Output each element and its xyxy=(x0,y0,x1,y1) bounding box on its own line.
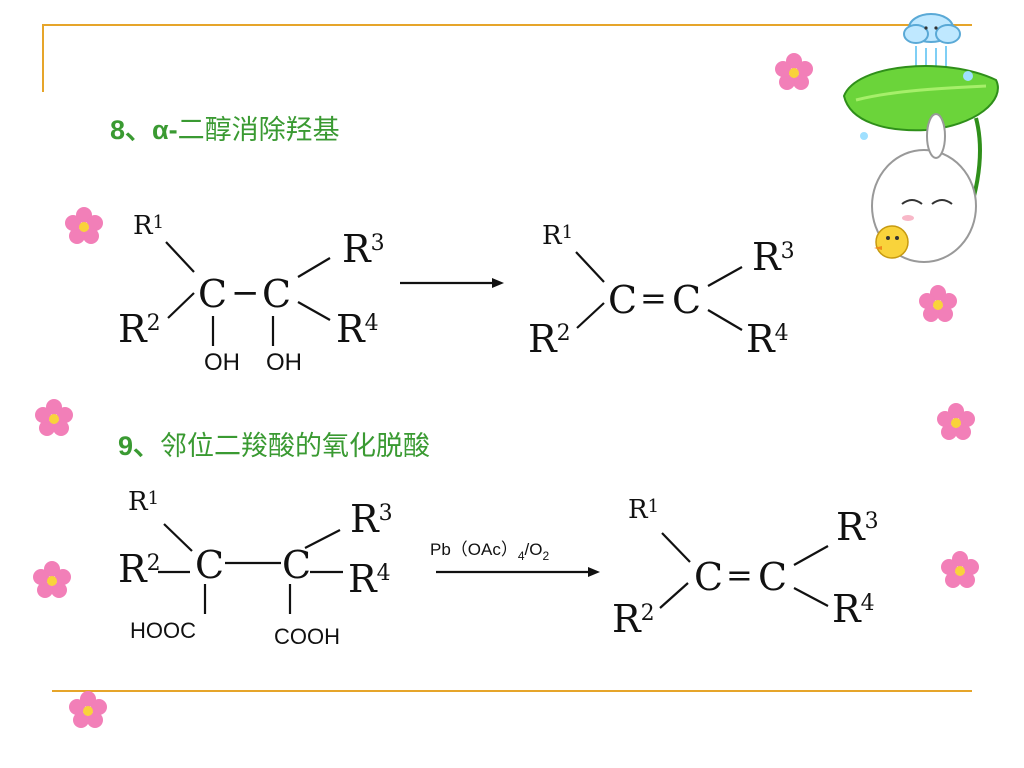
r3-label: R3 xyxy=(342,227,385,271)
frame-left-rule xyxy=(42,24,44,92)
r9-product-r3-label: R3 xyxy=(836,505,879,549)
heading-section-8: 8、α-二醇消除羟基 xyxy=(110,108,340,147)
r9-r1-label: R1 xyxy=(128,487,159,517)
bond-c2-r3-product xyxy=(707,266,743,287)
flower-icon xyxy=(69,691,107,728)
r9-product-r4-label: R4 xyxy=(832,587,875,631)
bond9-c2-r4-product xyxy=(793,587,829,607)
r9-r4-label: R4 xyxy=(348,557,391,601)
r9-product-r1-label: R1 xyxy=(628,495,659,525)
reagent-label: Pb（OAc）4/O2 xyxy=(430,540,550,563)
bond9-c2-r3 xyxy=(304,529,341,549)
bond-c2-r4 xyxy=(297,301,331,321)
hydroxyl-1: OH xyxy=(204,349,240,376)
flower-icon xyxy=(775,53,813,90)
section-8-number: 8、 xyxy=(110,115,153,145)
bond-r1-c1 xyxy=(165,241,195,273)
product-r1-label: R1 xyxy=(542,221,573,251)
section-9-number: 9、 xyxy=(118,431,161,461)
carbon-2: C xyxy=(262,272,291,316)
double-bond: = xyxy=(640,279,667,317)
hydroxyl-2: OH xyxy=(266,349,302,376)
carbon-1: C xyxy=(198,272,227,316)
bond9-r1-c1 xyxy=(163,523,193,552)
flower-icon xyxy=(937,403,975,440)
carboxyl-1: HOOC xyxy=(130,618,196,643)
r9-carbon-2: C xyxy=(282,543,311,587)
flower-icon xyxy=(65,207,103,244)
flower-icon xyxy=(33,561,71,598)
r9-carbon-1: C xyxy=(195,543,224,587)
section-9-title: 邻位二羧酸的氧化脱酸 xyxy=(160,431,431,462)
arrow-head-9 xyxy=(588,567,600,577)
bond9-r1-c1-product xyxy=(661,532,691,563)
section-8-alpha: α- xyxy=(152,115,178,145)
flower-icon xyxy=(35,399,73,436)
bond-r1-c1-product xyxy=(575,251,605,283)
product-carbon-2: C xyxy=(672,278,701,322)
flower-icon xyxy=(919,285,957,322)
arrow-head-8 xyxy=(492,278,504,288)
r9-r2-label: R2 xyxy=(118,547,161,591)
flower-icon xyxy=(941,551,979,588)
product-r4-label: R4 xyxy=(746,317,789,361)
r4-label: R4 xyxy=(336,307,379,351)
heading-section-9: 9、邻位二羧酸的氧化脱酸 xyxy=(118,424,430,463)
product-carbon-1: C xyxy=(608,278,637,322)
bunny-with-leaf-umbrella-icon xyxy=(842,13,999,263)
r2-label: R2 xyxy=(118,307,161,351)
single-bond-dash: − xyxy=(231,273,260,313)
bond9-c2-r3-product xyxy=(793,545,829,566)
r9-product-carbon-1: C xyxy=(694,555,723,599)
frame-top-rule xyxy=(42,24,972,26)
bond-r2-c1-product xyxy=(576,302,605,329)
product-r3-label: R3 xyxy=(752,235,795,279)
r9-r3-label: R3 xyxy=(350,497,393,541)
frame-bottom-rule xyxy=(52,690,972,692)
bond9-r2-c1-product xyxy=(659,582,689,609)
r1-label: R1 xyxy=(133,211,164,241)
r9-double-bond: = xyxy=(726,556,753,594)
bond-c2-r3 xyxy=(297,257,331,278)
section-8-title: 二醇消除羟基 xyxy=(177,115,340,146)
bond-c2-r4-product xyxy=(707,309,743,331)
r9-product-r2-label: R2 xyxy=(612,597,655,641)
r9-product-carbon-2: C xyxy=(758,555,787,599)
bond-r2-c1 xyxy=(167,292,195,319)
product-r2-label: R2 xyxy=(528,317,571,361)
carboxyl-2: COOH xyxy=(274,624,340,649)
